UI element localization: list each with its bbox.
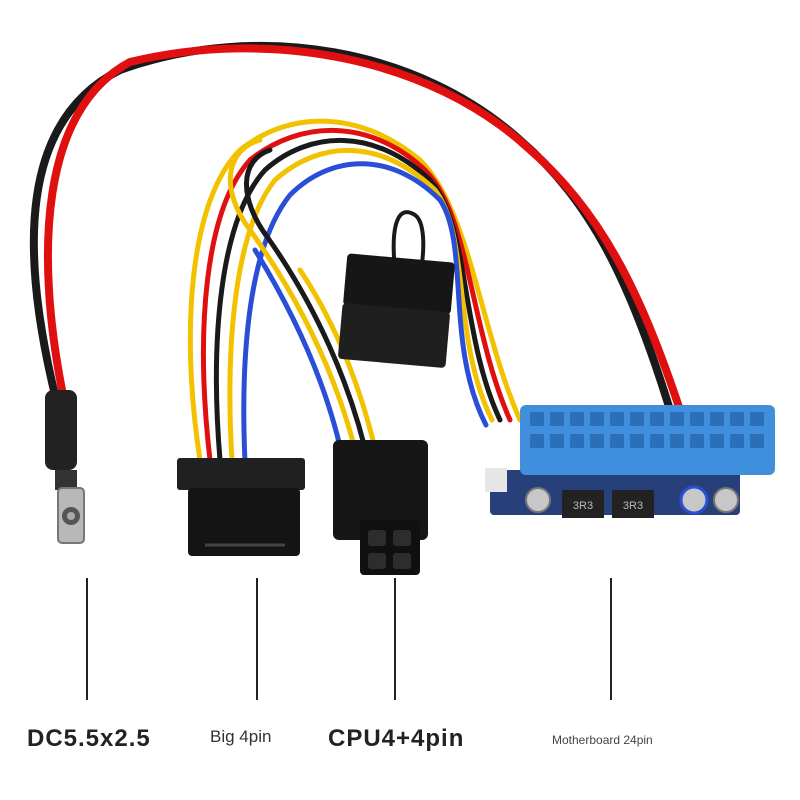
label-motherboard-24pin: Motherboard 24pin bbox=[552, 733, 653, 747]
label-dc-jack: DC5.5x2.5 bbox=[27, 725, 151, 752]
callout-line-big4pin bbox=[256, 578, 258, 700]
callout-line-motherboard bbox=[610, 578, 612, 700]
molex-connector bbox=[177, 458, 305, 556]
sata-connector bbox=[338, 253, 455, 368]
callout-line-dc bbox=[86, 578, 88, 700]
label-big-4pin: Big 4pin bbox=[210, 727, 272, 746]
atx-24pin-board: 3R3 3R3 bbox=[485, 405, 775, 518]
label-cpu-4plus4pin: CPU4+4pin bbox=[328, 725, 465, 752]
inductor-label-1: 3R3 bbox=[573, 500, 593, 512]
main-power-cable bbox=[29, 41, 684, 414]
dc-jack bbox=[45, 390, 85, 544]
inductor-label-2: 3R3 bbox=[623, 500, 643, 512]
callout-line-cpu bbox=[394, 578, 396, 700]
cpu-connector bbox=[333, 440, 428, 575]
